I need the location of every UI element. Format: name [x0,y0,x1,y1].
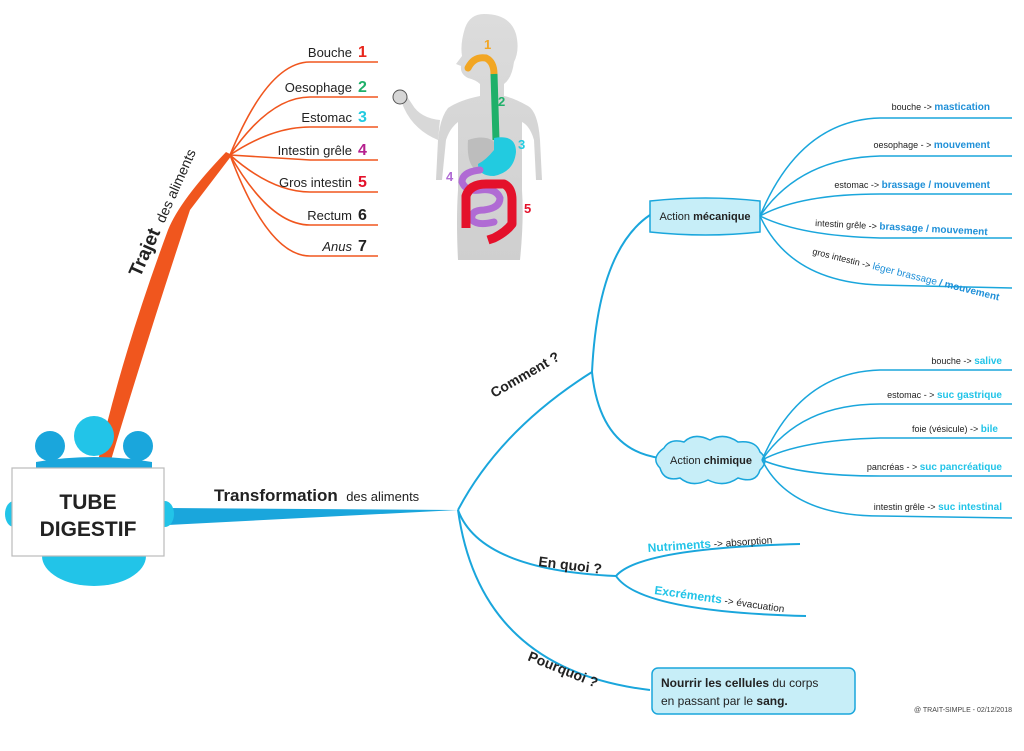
trajet-item-anus: Anus [321,239,352,254]
trajet-item-intestin-grele-num: 4 [358,142,367,159]
figure-number-5: 5 [524,201,531,216]
chim-item-2: estomac - > suc gastrique [887,390,1002,401]
arm-raised [398,92,440,140]
mecanique-node-label: Action mécanique [659,211,750,223]
en-quoi-item-nutriments: Nutriments -> absorption [647,532,772,555]
fist-icon [392,89,408,105]
link-en-quoi [457,509,617,577]
trajet-items: Bouche 1 Oesophage 2 Estomac 3 Intestin … [278,44,367,255]
transformation-branch: Transformation des aliments Comment ? En… [168,102,1013,715]
person-head-left [35,431,65,461]
person-head-right [123,431,153,461]
trajet-link-4 [229,154,378,161]
chimique-node [655,435,766,485]
link-excrements [615,575,807,617]
meca-item-3: estomac -> brassage / mouvement [834,180,990,191]
link-nutriments [615,543,801,577]
trajet-link-2 [229,96,378,156]
trajet-item-rectum: Rectum [307,208,352,223]
organ-bouche-1 [464,54,498,78]
credit-text: @ TRAIT-SIMPLE - 02/12/2018 [914,707,1012,714]
figure-number-2: 2 [498,94,505,109]
trajet-link-5 [229,154,378,193]
link-meca-2 [759,155,1012,217]
link-chim-4 [761,459,1012,477]
trajet-trunk [96,152,232,470]
chim-item-4: pancréas - > suc pancréatique [867,462,1003,473]
organ-estomac-3 [478,137,516,176]
link-meca-3 [759,193,1012,217]
link-chimique [591,371,661,459]
figure-number-1: 1 [484,37,491,52]
trajet-item-bouche: Bouche [308,45,352,60]
organ-gros-intestin-5 [461,179,517,245]
link-chim-5 [761,459,1013,519]
figure-number-4: 4 [446,169,454,184]
meca-item-5: gros intestin -> léger brassage / mouvem… [811,246,1001,303]
central-node: TUBE DIGESTIF [5,416,174,586]
trajet-item-intestin-grele: Intestin grêle [278,143,352,158]
trajet-item-oesophage-num: 2 [358,79,367,96]
trajet-link-1 [229,61,378,156]
mecanique-node [649,197,761,236]
trajet-link-3 [229,126,378,156]
link-meca-1 [759,117,1012,217]
pourquoi-box-line2: en passant par le sang. [661,694,788,708]
link-pourquoi [457,509,651,691]
link-mecanique [591,214,651,373]
pourquoi-box [651,667,856,715]
pourquoi-box-line1: Nourrir les cellules du corps [661,676,818,690]
chim-item-3: foie (vésicule) -> bile [912,424,998,435]
meca-item-1: bouche -> mastication [892,102,990,113]
trajet-item-oesophage: Oesophage [285,80,352,95]
person-head-center [74,416,114,456]
link-chim-1 [761,369,1012,461]
link-comment [457,371,593,511]
trajet-item-bouche-num: 1 [358,44,367,61]
transformation-trunk [168,508,458,525]
link-meca-5 [759,215,1013,289]
organ-oesophage-2 [490,73,500,141]
chim-item-5: intestin grêle -> suc intestinal [874,502,1002,513]
chim-item-1: bouche -> salive [931,356,1002,367]
trajet-item-gros-intestin: Gros intestin [279,175,352,190]
organ-intestin-grele-4 [458,166,504,228]
trajet-item-rectum-num: 6 [358,207,367,224]
en-quoi-label: En quoi ? [538,553,603,577]
trajet-link-6 [229,154,378,226]
meca-item-2: oesophage - > mouvement [874,140,991,151]
trajet-item-estomac-num: 3 [358,109,367,126]
central-title-line2: DIGESTIF [40,518,137,541]
trajet-item-estomac: Estomac [301,110,352,125]
link-chim-2 [761,403,1012,461]
trajet-branch: Trajet des aliments Bouche 1 Oesophage 2… [96,44,378,470]
digestive-body-illustration: 1 2 3 4 5 [392,14,542,260]
chimique-node-label: Action chimique [670,455,752,467]
trajet-item-anus-num: 7 [358,238,367,255]
trajet-item-gros-intestin-num: 5 [358,174,367,191]
link-meca-4 [759,215,1012,239]
trajet-link-7 [229,154,378,257]
transformation-label: Transformation des aliments [214,486,420,505]
figure-number-3: 3 [518,137,525,152]
comment-label: Comment ? [488,348,563,400]
pourquoi-label: Pourquoi ? [526,648,601,691]
central-sign [11,467,165,557]
link-chim-3 [761,437,1012,461]
central-title-line1: TUBE [59,491,116,514]
